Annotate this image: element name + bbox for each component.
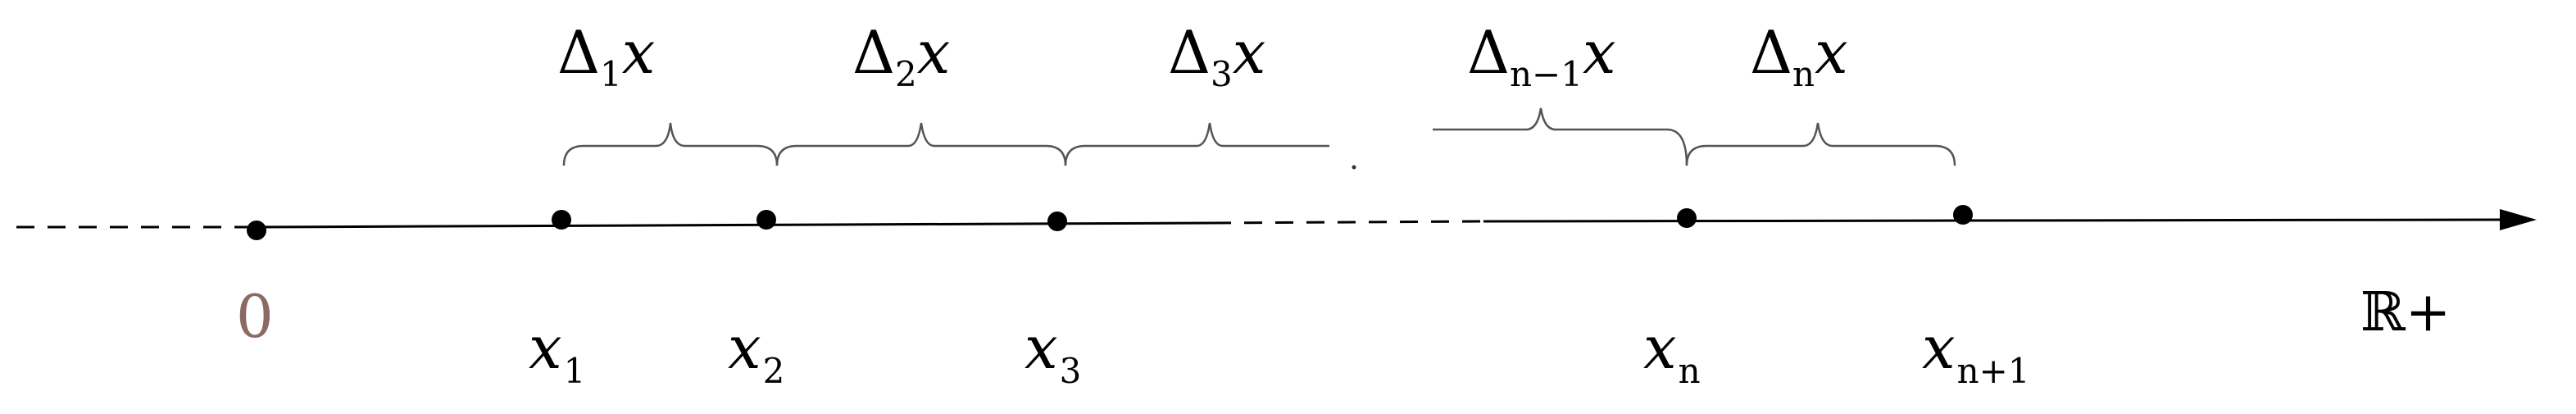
- axis-arrowhead: [2500, 209, 2537, 230]
- point-label-x1: x1: [529, 318, 585, 389]
- interval-label-n-var: x: [1815, 18, 1848, 87]
- origin-label-text: 0: [236, 282, 274, 351]
- point-label-x2: x2: [728, 318, 784, 389]
- interval-label-n-sub: n: [1792, 54, 1815, 94]
- brace-delta-n: [1685, 122, 1956, 166]
- brace-delta-1: [562, 122, 779, 166]
- point-label-x2-var: x: [728, 313, 761, 382]
- point-label-xn-sub: n: [1678, 351, 1701, 391]
- interval-label-1-sub: 1: [600, 54, 622, 94]
- point-label-x3-sub: 3: [1059, 351, 1082, 391]
- interval-label-3-var: x: [1232, 18, 1266, 87]
- interval-label-1-delta: Δ: [557, 18, 600, 87]
- interval-label-3-delta: Δ: [1168, 18, 1211, 87]
- point-label-x1-sub: 1: [563, 351, 586, 391]
- point-label-x3-var: x: [1024, 313, 1058, 382]
- interval-label-2: Δ2x: [852, 23, 950, 92]
- axis-solid-right: [1483, 218, 2509, 223]
- stray-mark: [1352, 165, 1356, 170]
- interval-label-n-1-sub: n−1: [1510, 54, 1583, 94]
- brace-delta-2: [775, 122, 1067, 166]
- point-x2: [756, 210, 776, 230]
- interval-label-n: Δnx: [1750, 23, 1848, 92]
- interval-label-2-var: x: [916, 18, 951, 87]
- point-label-xn1-sub: n+1: [1956, 351, 2030, 391]
- interval-label-3-sub: 3: [1211, 54, 1233, 94]
- point-xn1: [1953, 205, 1973, 225]
- point-label-xn: xn: [1643, 318, 1701, 389]
- origin-label: 0: [236, 287, 274, 346]
- point-x3: [1047, 212, 1067, 231]
- point-label-x2-sub: 2: [762, 351, 785, 391]
- interval-label-n-delta: Δ: [1750, 18, 1792, 87]
- point-label-xn1-var: x: [1922, 313, 1956, 382]
- brace-delta-3: [1064, 122, 1329, 166]
- origin-point: [247, 221, 266, 240]
- point-x1: [552, 210, 571, 230]
- point-xn: [1677, 208, 1697, 228]
- axis-label: ℝ+: [2360, 285, 2451, 339]
- interval-label-2-delta: Δ: [852, 18, 895, 87]
- brace-delta-n-1: [1433, 107, 1688, 166]
- interval-label-3: Δ3x: [1168, 23, 1265, 92]
- interval-label-1: Δ1x: [557, 23, 655, 92]
- axis-label-text: ℝ+: [2360, 280, 2451, 343]
- point-label-x1-var: x: [529, 313, 562, 382]
- axis-middle-dashed: [1212, 220, 1484, 225]
- axis-solid-left: [253, 221, 1214, 229]
- point-label-xn-var: x: [1643, 313, 1677, 382]
- interval-label-1-var: x: [621, 18, 656, 87]
- interval-label-n-1: Δn−1x: [1467, 23, 1616, 92]
- point-label-x3: x3: [1024, 318, 1081, 389]
- interval-label-2-sub: 2: [895, 54, 917, 94]
- point-label-xn1: xn+1: [1922, 318, 2030, 389]
- interval-label-n-1-var: x: [1582, 18, 1616, 87]
- interval-label-n-1-delta: Δ: [1467, 18, 1510, 87]
